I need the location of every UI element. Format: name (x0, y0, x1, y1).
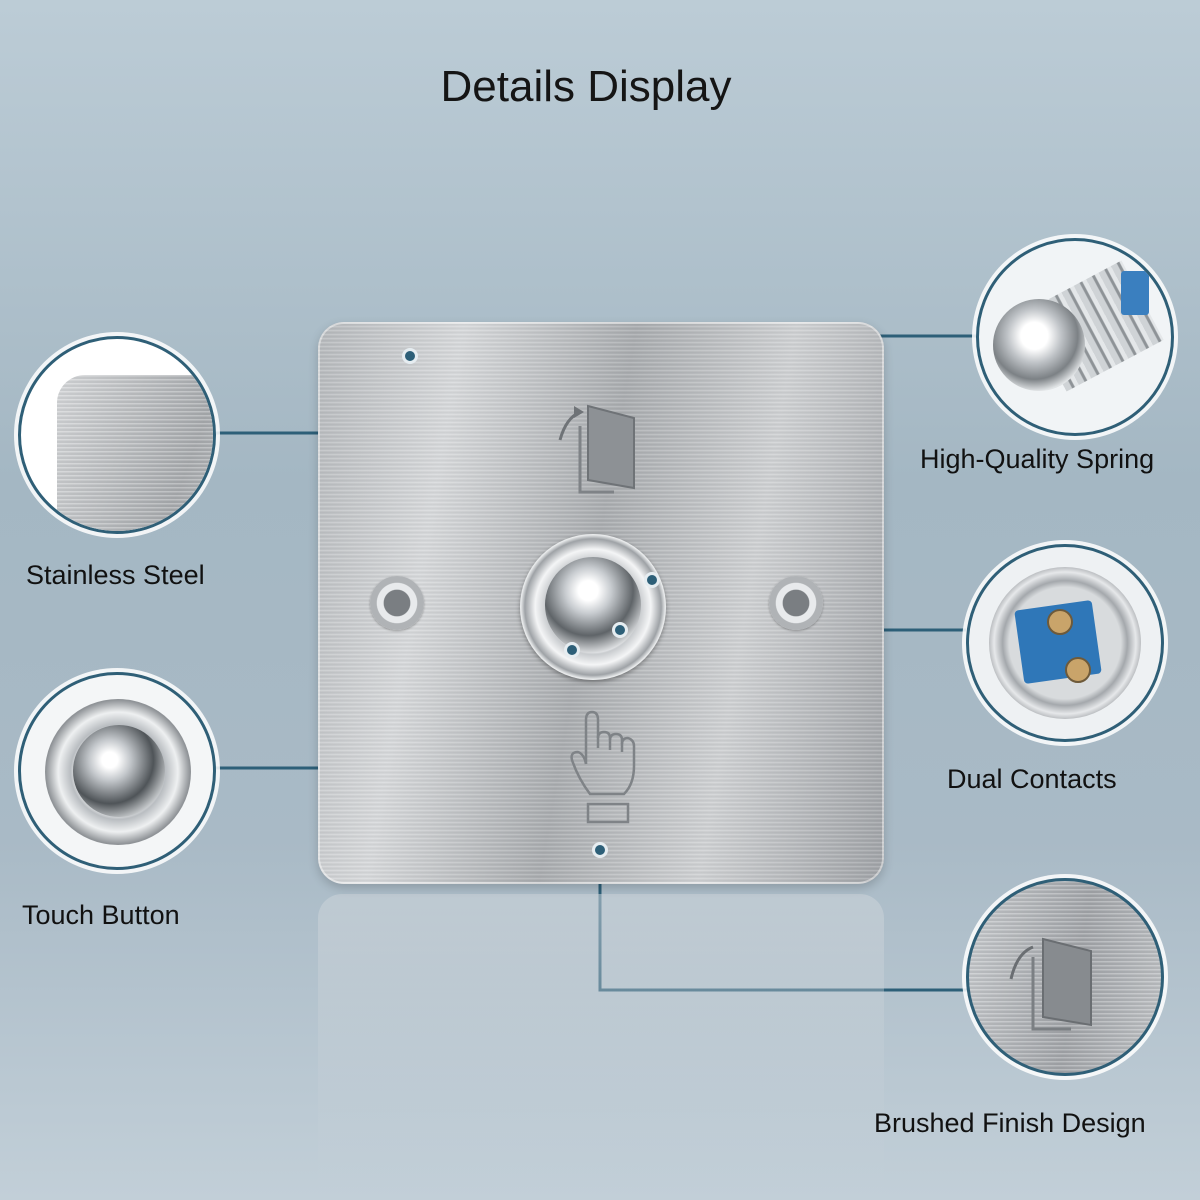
door-exit-closeup-icon (1009, 937, 1092, 1031)
zoom-touch-button (18, 672, 216, 870)
left-screw-hole-icon (370, 576, 424, 630)
door-exit-icon (558, 404, 635, 494)
plate-reflection (318, 894, 884, 1194)
hand-push-icon (570, 710, 636, 824)
marker-dot-spring (644, 572, 660, 588)
zoom-stainless-steel (18, 336, 216, 534)
caption-brushed-finish: Brushed Finish Design (874, 1108, 1146, 1138)
marker-dot-finish (592, 842, 608, 858)
push-button-cap (545, 557, 641, 653)
button-closeup-cap (73, 725, 165, 817)
page-title: Details Display (440, 62, 732, 111)
marker-dot-button (564, 642, 580, 658)
steel-corner-closeup (57, 375, 213, 531)
caption-touch-button: Touch Button (22, 900, 180, 930)
spring-button-head (993, 299, 1085, 391)
caption-dual-contacts: Dual Contacts (947, 764, 1117, 794)
zoom-brushed-finish (966, 878, 1164, 1076)
spring-contact-block (1121, 271, 1149, 315)
caption-high-quality-spring: High-Quality Spring (920, 444, 1155, 474)
zoom-dual-contacts (966, 544, 1164, 742)
contact-screw-2 (1065, 657, 1091, 683)
right-screw-hole-icon (769, 576, 823, 630)
contact-screw-1 (1047, 609, 1073, 635)
marker-dot-plate (402, 348, 418, 364)
zoom-high-quality-spring (976, 238, 1174, 436)
caption-stainless-steel: Stainless Steel (26, 560, 205, 590)
marker-dot-contacts (612, 622, 628, 638)
